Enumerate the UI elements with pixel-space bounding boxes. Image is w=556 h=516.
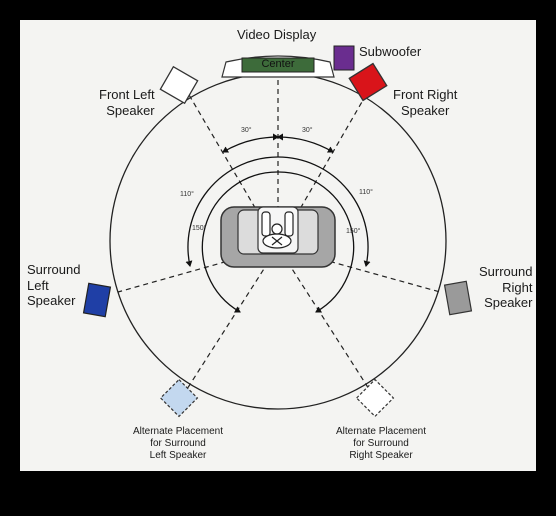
front-left-speaker (159, 65, 199, 105)
front-right-speaker (348, 62, 388, 102)
alt-right-speaker (355, 378, 395, 418)
arc-150-left (201, 171, 279, 313)
angle-label-150-right: 150° (346, 228, 361, 235)
surround-right-speaker-label: Surround Right Speaker (479, 264, 533, 311)
surround-left-speaker (82, 282, 112, 318)
arc-150-right (277, 171, 355, 313)
angle-label-30-right: 30° (302, 127, 313, 134)
alt-right-placement-label: Alternate Placement for Surround Right S… (335, 426, 427, 461)
alt-left-speaker (159, 378, 199, 418)
surround-right-speaker (443, 280, 473, 316)
center-speaker (241, 57, 315, 73)
alt-left-placement-label: Alternate Placement for Surround Left Sp… (132, 426, 224, 461)
front-right-speaker-label: Front Right Speaker (393, 87, 458, 118)
angle-label-30-left: 30° (241, 127, 252, 134)
angle-arcs (185, 133, 371, 313)
arc-110-left (185, 156, 279, 267)
arc-30-right (272, 133, 334, 153)
subwoofer-speaker (333, 45, 355, 71)
subwoofer-label: Subwoofer (359, 44, 422, 59)
center-speaker-label: Center (261, 58, 295, 70)
angle-label-110-left: 110° (180, 191, 194, 198)
line-alt-right (277, 246, 377, 401)
video-display-label: Video Display (237, 27, 317, 42)
surround-left-speaker-label: Surround Left Speaker (27, 262, 81, 309)
listener-icon (261, 211, 294, 249)
line-alt-left (179, 246, 279, 401)
arc-110-right (277, 156, 371, 267)
arc-30-left (222, 133, 284, 153)
angle-label-110-right: 110° (359, 189, 373, 196)
angle-label-150-left: 150° (192, 225, 207, 232)
front-left-speaker-label: Front Left Speaker (99, 87, 155, 118)
